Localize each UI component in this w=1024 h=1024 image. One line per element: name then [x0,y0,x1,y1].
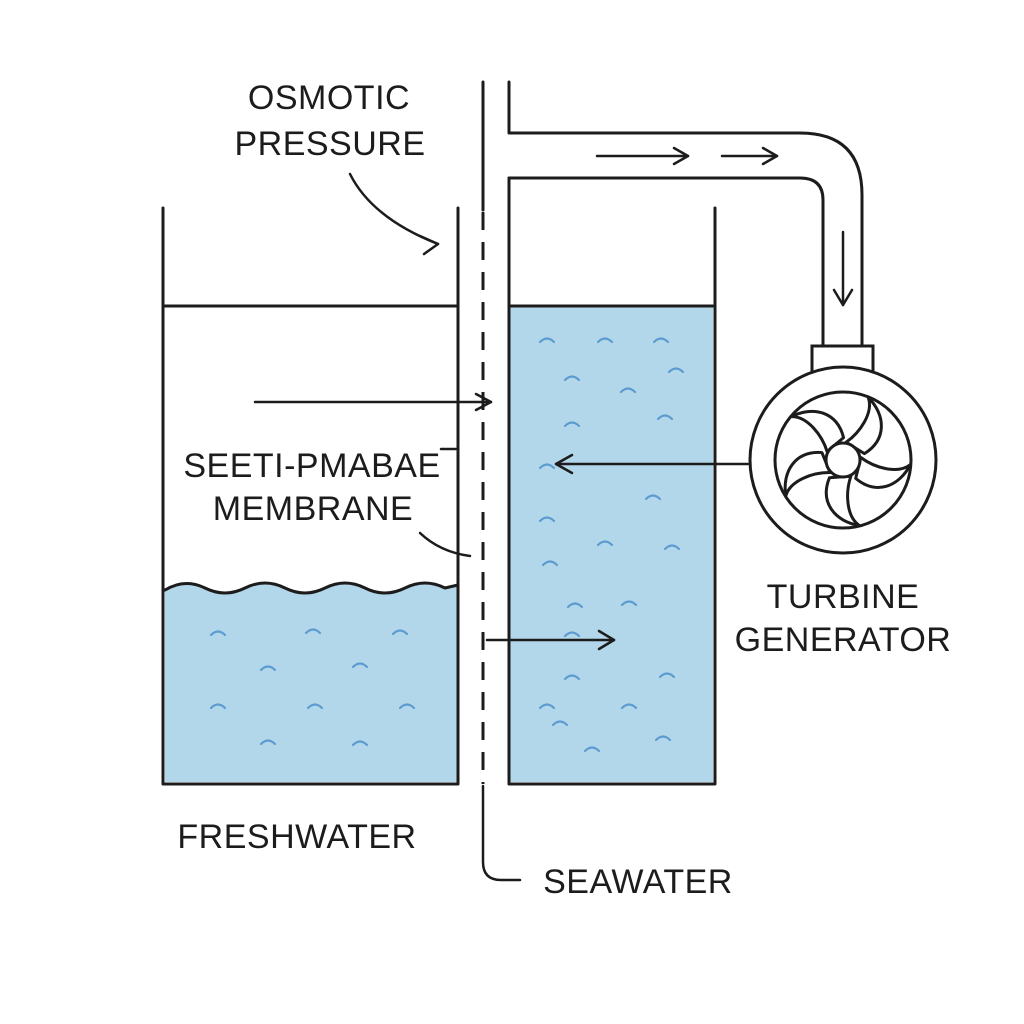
wave-mark [663,544,681,551]
seawater-label: SEAWATER [543,863,733,901]
turbine-blade [789,409,846,454]
wave-mark [398,703,416,710]
wave-mark [620,600,638,607]
wave-mark [538,337,556,344]
wave-mark [391,629,409,636]
seawater-leader [481,784,522,882]
water-flow-arrow-lower [485,629,616,651]
wave-mark [563,375,581,382]
wave-mark [563,674,581,681]
osmotic-pressure-label-line1: OSMOTIC [248,79,410,117]
flow-arrow-down [832,230,854,307]
turbine-rotor [773,390,913,530]
turbine-generator-label-line2: GENERATOR [735,621,952,659]
turbine-hub [824,441,862,479]
wave-mark [209,630,227,637]
freshwater-surface [163,581,460,595]
osmotic-pressure-leader [348,172,440,256]
turbine-blade [783,451,832,498]
wave-mark [306,703,324,710]
freshwater-waves [209,628,416,747]
turbine-blade [824,474,861,527]
seawater-waves [538,337,685,753]
wave-mark [656,414,674,421]
return-flow-arrow [554,453,750,475]
freshwater-tank [161,206,460,786]
freshwater-tank-walls [161,206,460,786]
freshwater-body [165,583,458,782]
wave-mark [351,740,369,747]
water-flow-arrow-upper [253,392,493,412]
wave-mark [538,516,556,523]
seawater-tank [507,176,717,786]
freshwater-label: FRESHWATER [177,818,416,856]
wave-mark [583,746,601,753]
wave-mark [667,367,685,374]
wave-mark [541,560,559,567]
wave-mark [538,703,556,710]
wave-mark [563,631,581,638]
outlet-pipe [507,80,864,350]
wave-mark [596,337,614,344]
wave-mark [538,463,556,470]
wave-mark [619,387,637,394]
wave-mark [259,739,277,746]
wave-mark [351,662,369,669]
wave-mark [209,703,227,710]
wave-mark [566,602,584,609]
osmotic-pressure-label-line2: PRESSURE [234,125,425,163]
turbine-blade [854,455,912,489]
membrane-label-line1: SEETI-PMABAE [183,447,440,485]
wave-mark [652,337,670,344]
pipe-outer-wall [507,80,864,350]
membrane-label-line2: MEMBRANE [213,490,413,528]
wave-mark [644,494,662,501]
wave-mark [620,703,638,710]
wave-mark [304,628,322,635]
flow-arrow-right-1 [595,146,690,166]
seawater-tank-walls [507,176,717,786]
flow-arrow-right-2 [720,146,779,166]
membrane-leader [418,531,472,558]
wave-mark [658,672,676,679]
turbine-generator-label-line1: TURBINE [767,578,920,616]
wave-mark [551,720,569,727]
turbine-icon [783,395,912,527]
wave-mark [654,735,672,742]
pipe-inner-wall [507,176,825,350]
wave-mark [596,540,614,547]
turbine-blade [844,395,883,456]
wave-mark [563,421,581,428]
turbine-generator [748,344,938,555]
wave-mark [259,665,277,672]
